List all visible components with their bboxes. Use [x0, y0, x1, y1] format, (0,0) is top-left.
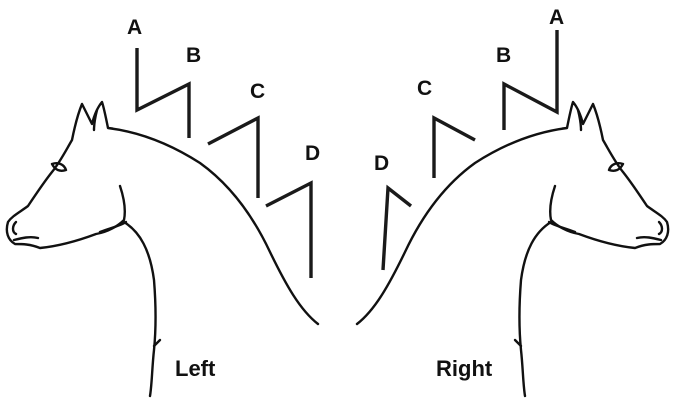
left-label-b: B [186, 44, 201, 67]
left-horse-head-outline [5, 100, 320, 326]
right-caption: Right [436, 356, 493, 381]
left-horse-nostril [11, 220, 18, 236]
right-horse-throat [518, 220, 553, 398]
left-label-c: C [250, 80, 265, 103]
left-markers [135, 48, 313, 278]
right-marker-c [432, 115, 476, 178]
left-horse-eye [50, 162, 68, 172]
left-marker-c [207, 115, 260, 198]
right-horse-jaw [547, 220, 577, 234]
right-horse-head-outline [355, 100, 670, 326]
left-horse-throat [122, 220, 157, 398]
left-horse-ear-detail [92, 108, 99, 132]
left-caption: Left [175, 356, 216, 381]
left-label-a: A [127, 16, 142, 39]
left-horse-jaw [98, 220, 128, 234]
right-marker-a [502, 30, 559, 130]
right-horse-chest-tick [513, 338, 523, 348]
right-markers [381, 30, 559, 271]
left-label-d: D [305, 142, 320, 165]
left-horse-chest-tick [152, 338, 162, 348]
right-marker-d [381, 184, 413, 271]
right-horse-mouth [635, 235, 663, 242]
right-label-b: B [496, 44, 511, 67]
right-label-d: D [374, 152, 389, 175]
right-horse-nostril [657, 220, 664, 236]
left-horse-mouth [12, 235, 40, 242]
right-horse-eye [607, 162, 625, 172]
right-horse [355, 100, 670, 398]
right-label-a: A [549, 6, 564, 29]
left-marker-a [135, 48, 191, 138]
right-label-c: C [417, 77, 432, 100]
left-horse [5, 100, 320, 398]
left-marker-d [265, 180, 313, 278]
right-horse-ear-detail [576, 108, 583, 132]
